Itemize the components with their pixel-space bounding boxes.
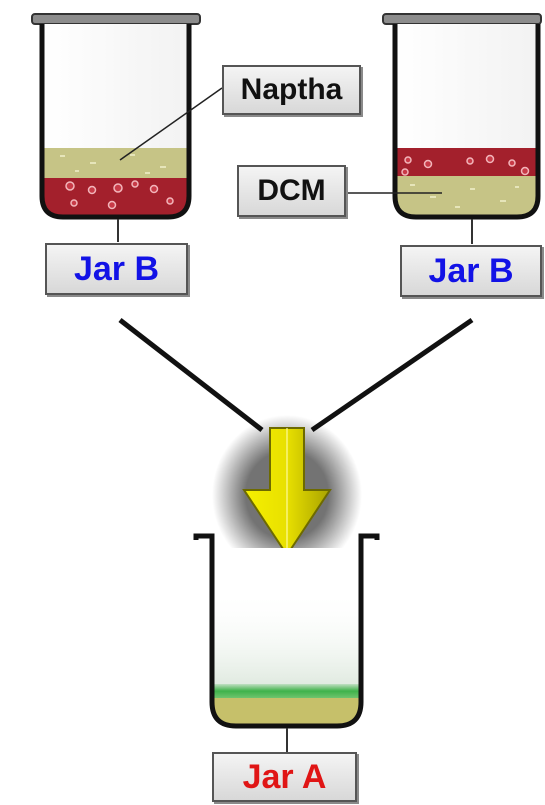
jar-bottom-green-film [213,684,360,698]
jar-right-label: Jar B [400,245,542,297]
funnel-line-left [118,318,264,432]
jar-left-droplets [65,180,174,210]
jar-bottom [193,533,380,752]
jar-left-outline [39,24,192,220]
jar-right-lid [382,13,542,25]
jar-left-oil-layer [43,178,188,216]
jar-right-speckles [410,184,519,208]
jar-left-naptha-layer [43,148,188,178]
jar-left-label: Jar B [45,243,188,295]
jar-left-speckles [60,154,166,174]
jar-left [31,13,201,242]
jar-right-outline [392,24,541,220]
jar-bottom-outline [193,533,380,729]
jar-right-dcm-layer [396,176,537,216]
naptha-leader-line [119,87,223,161]
naptha-callout: Naptha [222,65,361,115]
jar-bottom-label: Jar A [212,752,357,802]
jar-left-lid [31,13,201,25]
down-arrow-icon [212,415,362,575]
funnel-line-right [310,317,474,433]
jar-bottom-yellow-solution [213,698,360,725]
jar-right-droplets [401,154,530,176]
dcm-callout: DCM [237,165,346,217]
jar-right [382,13,542,244]
jar-bottom-haze [213,590,360,690]
